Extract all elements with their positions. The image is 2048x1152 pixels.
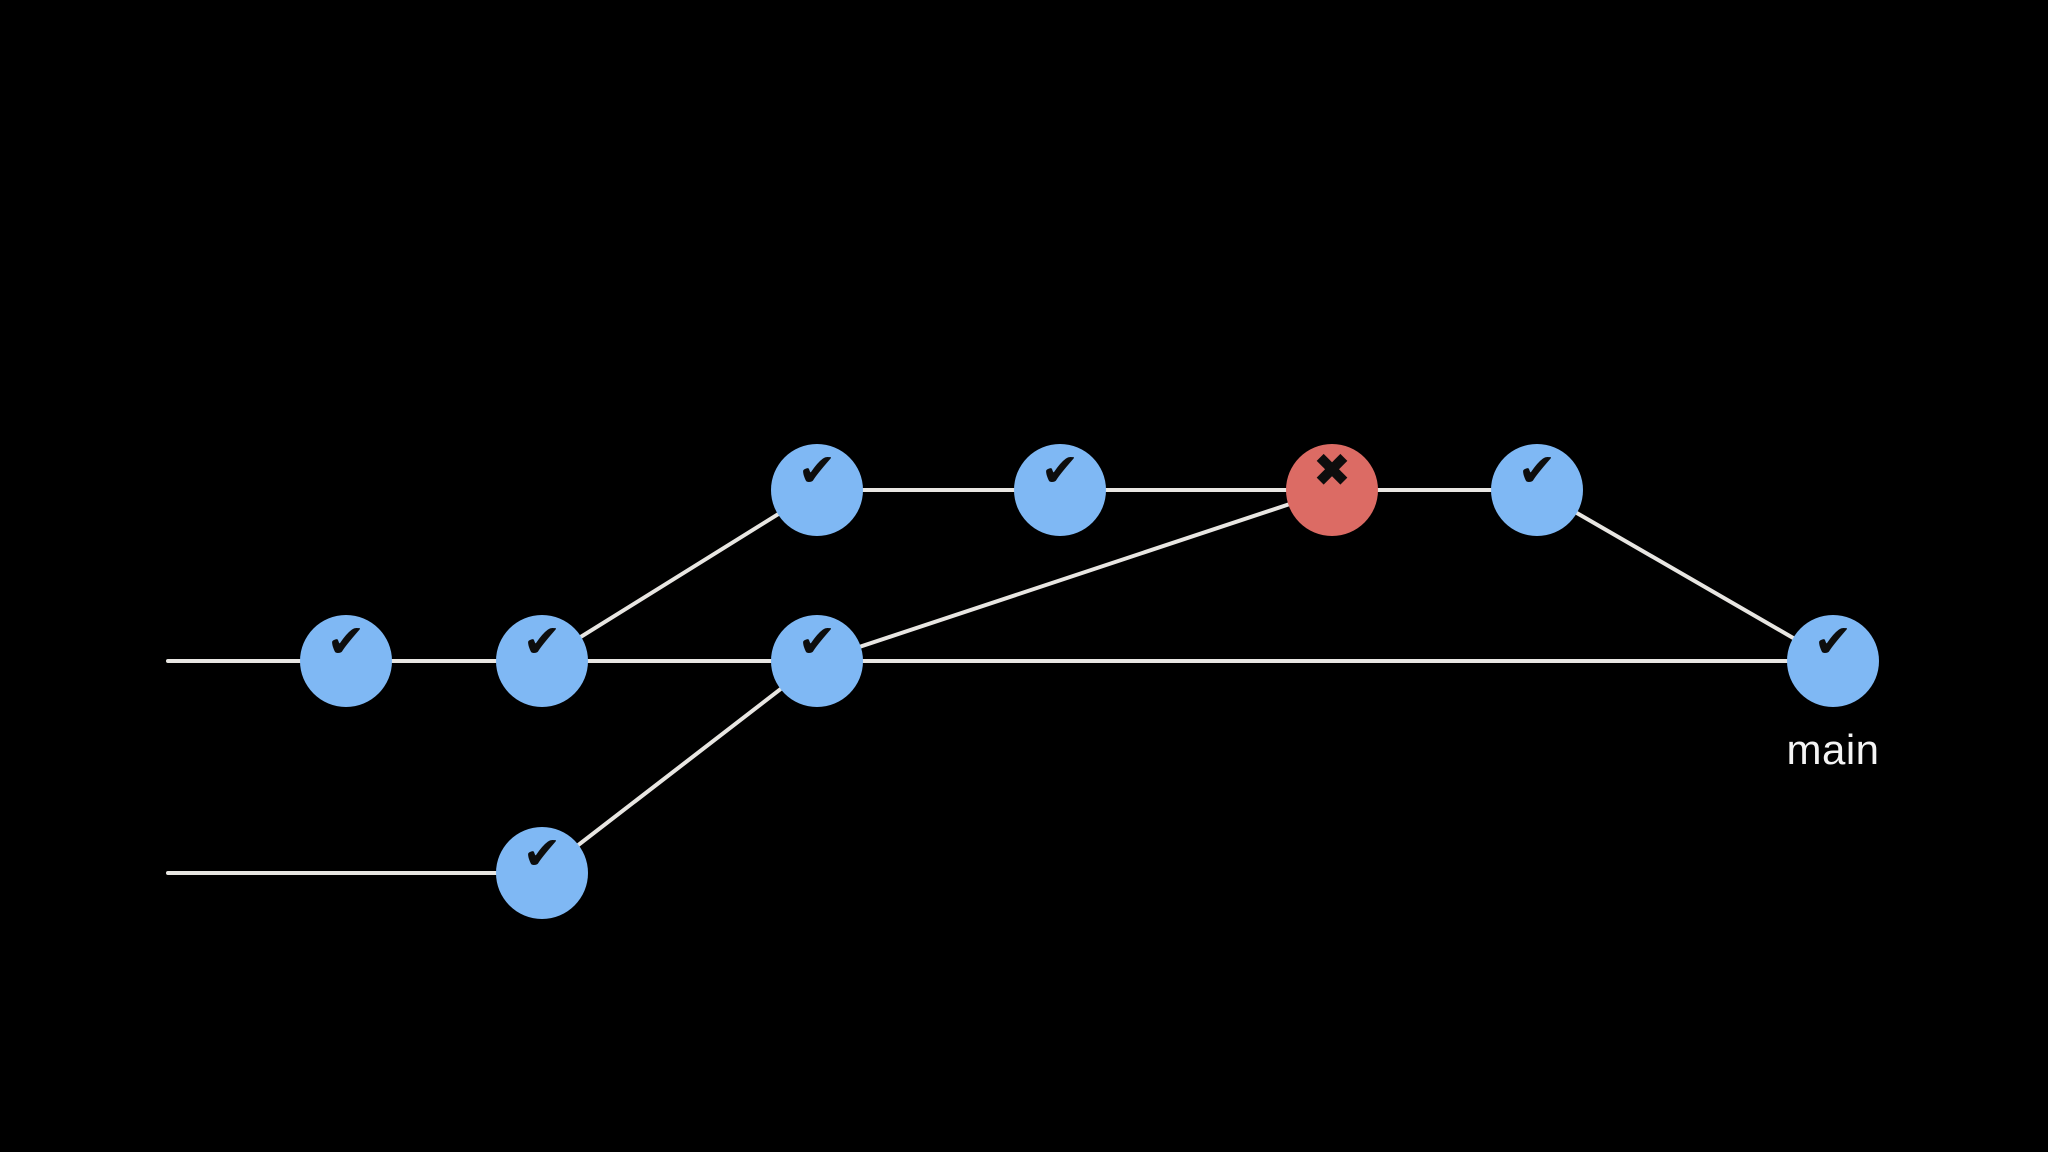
- check-icon: ✔: [1814, 614, 1853, 668]
- commit-node-feature-commit-2: ✔: [1014, 443, 1106, 536]
- x-icon: ✖: [1313, 443, 1352, 497]
- check-icon: ✔: [523, 826, 562, 880]
- commit-node-feature-commit-1: ✔: [771, 443, 863, 536]
- check-icon: ✔: [327, 614, 366, 668]
- feature-branch-out-line: [540, 488, 819, 663]
- commit-node-main-commit-4: ✔: [1787, 614, 1879, 707]
- feature-merge-back-line: [1535, 488, 1835, 663]
- check-icon: ✔: [798, 614, 837, 668]
- second-branch-merge-line: [540, 659, 819, 875]
- check-icon: ✔: [523, 614, 562, 668]
- commit-node-main-commit-3: ✔: [771, 614, 863, 707]
- main-into-feature-merge-line: [815, 488, 1334, 663]
- check-icon: ✔: [1041, 443, 1080, 497]
- commit-circle-success: [771, 615, 863, 707]
- check-icon: ✔: [1518, 443, 1557, 497]
- commit-circle-success: [1787, 615, 1879, 707]
- commit-circle-success: [496, 827, 588, 919]
- commit-circle-success: [300, 615, 392, 707]
- branch-label: main: [1786, 726, 1880, 773]
- commit-circle-success: [1491, 444, 1583, 536]
- check-icon: ✔: [798, 443, 837, 497]
- commit-node-main-commit-2: ✔: [496, 614, 588, 707]
- commit-circle-success: [771, 444, 863, 536]
- commit-node-feature-commit-4: ✔: [1491, 443, 1583, 536]
- commit-circle-failed: [1286, 444, 1378, 536]
- commit-circle-success: [1014, 444, 1106, 536]
- commit-node-main-commit-1: ✔: [300, 614, 392, 707]
- commit-node-feature-commit-3: ✖: [1286, 443, 1378, 536]
- commit-node-branch2-commit-1: ✔: [496, 826, 588, 919]
- commit-circle-success: [496, 615, 588, 707]
